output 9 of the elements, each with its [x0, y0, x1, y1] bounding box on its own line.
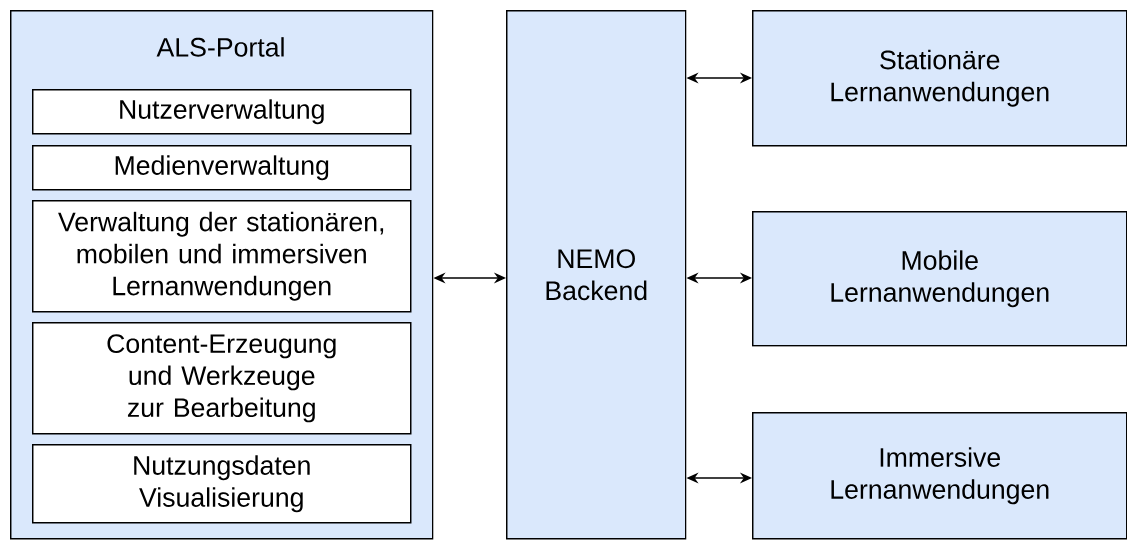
module-box: Nutzungsdaten Visualisierung [32, 444, 412, 524]
module-box: Medienverwaltung [32, 145, 412, 191]
module-box: Nutzerverwaltung [32, 89, 412, 135]
backend-box: NEMO Backend [506, 10, 687, 540]
module-box: Content-Erzeugung und Werkzeuge zur Bearbeitung [32, 322, 412, 435]
application-box: Stationäre Lernanwendungen [752, 10, 1127, 147]
application-box: Mobile Lernanwendungen [752, 211, 1127, 347]
application-box: Immersive Lernanwendungen [752, 412, 1127, 540]
module-box: Verwaltung der stationären, mobilen und immersiven Lernanwendungen [32, 200, 412, 313]
